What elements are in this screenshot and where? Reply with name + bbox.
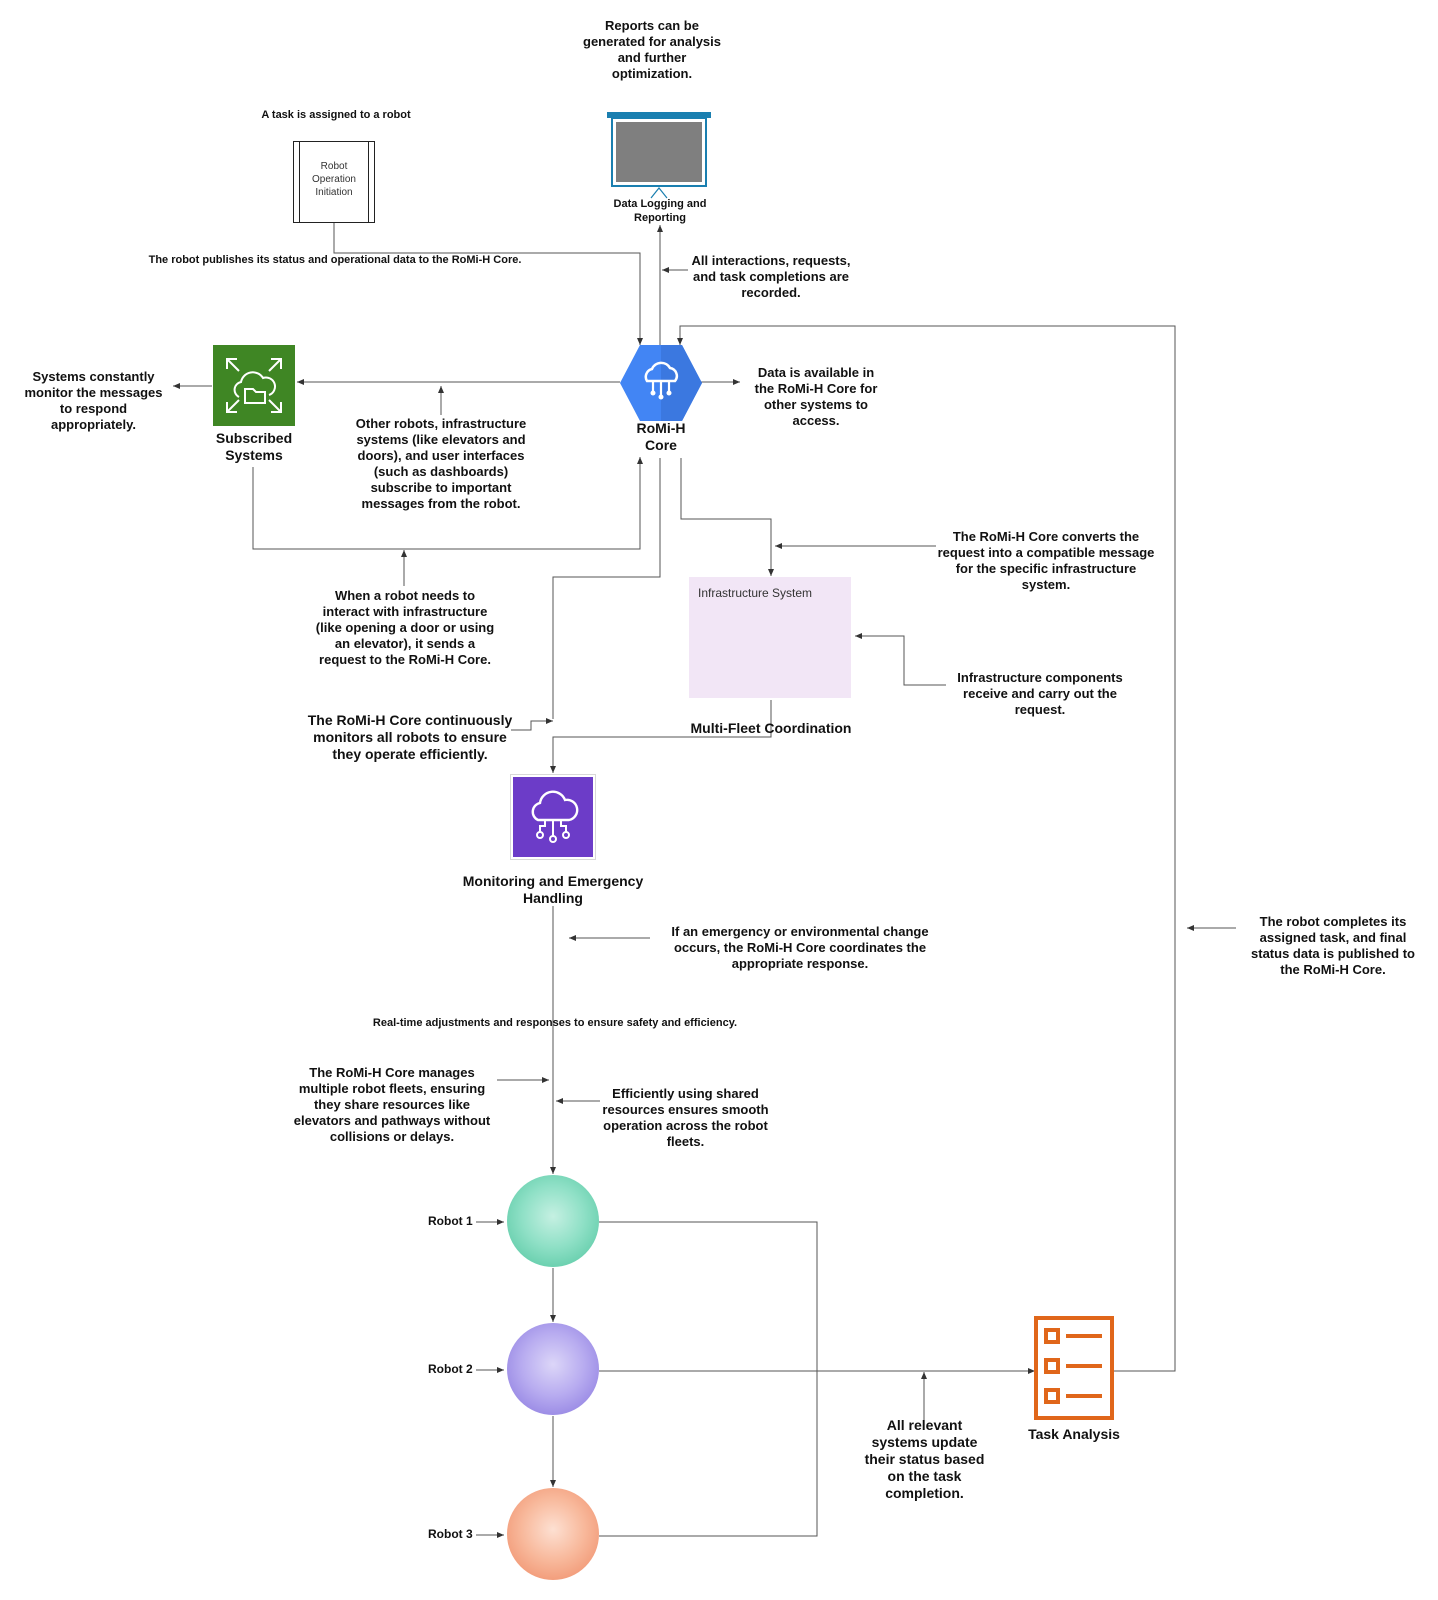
monitoring-label: Monitoring and Emergency Handling [462, 873, 644, 906]
core-hexagon-icon [620, 345, 702, 421]
line-initiation-to-core [333, 223, 643, 345]
line-task-to-core [677, 325, 1176, 1372]
robot-2-label: Robot 2 [428, 1362, 473, 1376]
note-reports: Reports can be generated for analysis an… [583, 18, 721, 81]
operation-initiation-label: Robot Operation Initiation [312, 161, 356, 198]
note-realtime: Real-time adjustments and responses to e… [372, 1017, 738, 1029]
infrastructure-system-label: Infrastructure System [698, 586, 813, 600]
note-task-complete: The robot completes its assigned task, a… [1251, 914, 1415, 977]
infrastructure-system-node: Infrastructure System [689, 577, 851, 698]
line-infra-components-pointer [855, 633, 946, 686]
line-infra-to-monitoring [550, 700, 772, 773]
note-continuous-monitoring: The RoMi-H Core continuously monitors al… [307, 712, 513, 762]
note-publishes-status: The robot publishes its status and opera… [148, 254, 522, 266]
subscribed-systems-label: Subscribed Systems [215, 430, 293, 463]
note-robot-request: When a robot needs to interact with infr… [315, 588, 495, 667]
checklist-icon [1034, 1316, 1114, 1420]
note-other-robots-subscribe: Other robots, infrastructure systems (li… [355, 416, 527, 511]
line-continuous-monitor-pointer [511, 718, 553, 731]
multi-fleet-coordination-label: Multi-Fleet Coordination [690, 720, 852, 736]
note-systems-monitor: Systems constantly monitor the messages … [24, 369, 163, 432]
robot-2-node [507, 1323, 599, 1415]
line-subscribed-loop-to-core [252, 457, 643, 550]
data-logging-label: Data Logging and Reporting [613, 198, 707, 224]
note-emergency: If an emergency or environmental change … [671, 924, 929, 971]
note-status-update: All relevant systems update their status… [864, 1417, 985, 1501]
line-robot1-to-bus [599, 1221, 818, 1537]
note-task-assigned: A task is assigned to a robot [261, 109, 411, 121]
robot-operation-initiation-node: Robot Operation Initiation [293, 141, 375, 223]
display-screen-icon [607, 112, 711, 199]
robot-1-node [507, 1175, 599, 1267]
robot-3-node [507, 1488, 599, 1580]
note-infra-components: Infrastructure components receive and ca… [957, 670, 1123, 717]
task-analysis-label: Task Analysis [1028, 1426, 1120, 1442]
line-core-to-infrastructure [680, 458, 774, 576]
note-interactions-recorded: All interactions, requests, and task com… [691, 253, 851, 300]
robot-1-label: Robot 1 [428, 1214, 473, 1228]
line-core-down [552, 458, 661, 719]
cloud-network-icon [510, 774, 596, 860]
note-data-available: Data is available in the RoMi-H Core for… [754, 365, 878, 428]
folder-cloud-icon [213, 345, 295, 426]
core-label: RoMi-H Core [636, 420, 686, 453]
note-shared-resources: Efficiently using shared resources ensur… [602, 1086, 769, 1149]
note-manages-fleets: The RoMi-H Core manages multiple robot f… [293, 1065, 491, 1144]
robot-3-label: Robot 3 [428, 1527, 473, 1541]
note-core-converts: The RoMi-H Core converts the request int… [937, 529, 1155, 592]
